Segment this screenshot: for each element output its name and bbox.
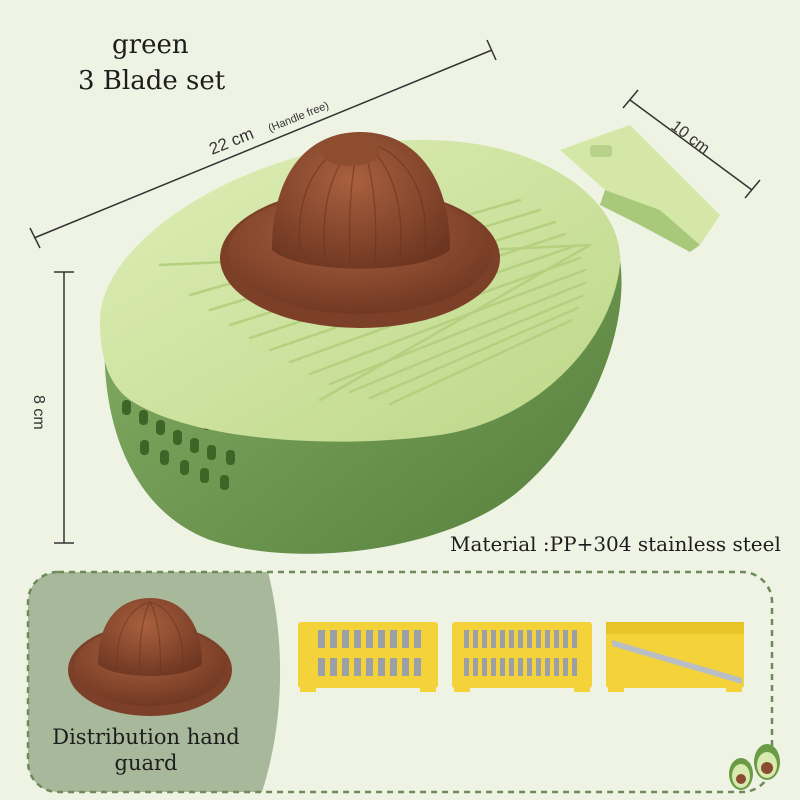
width-dimension-line <box>622 89 761 199</box>
length-dimension-line <box>29 39 497 249</box>
hand-guard-on-slicer <box>220 132 500 328</box>
set-label: 3 Blade set <box>78 66 226 96</box>
hand-guard-caption: Distribution hand guard <box>52 725 240 775</box>
width-label: 10 cm <box>668 118 713 158</box>
height-label: 8 cm <box>30 395 47 430</box>
avocado-logo <box>729 744 780 790</box>
material-label: Material :PP+304 stainless steel <box>450 532 781 556</box>
length-label: 22 cm <box>206 124 256 159</box>
slicer-handle <box>560 125 720 252</box>
blade-julienne-dense <box>452 622 592 692</box>
blade-julienne-fine <box>298 622 438 692</box>
color-label: green <box>112 30 189 60</box>
hand-guard-accessory <box>68 598 232 716</box>
blade-slicing <box>606 622 744 692</box>
height-dimension-line <box>54 271 74 544</box>
